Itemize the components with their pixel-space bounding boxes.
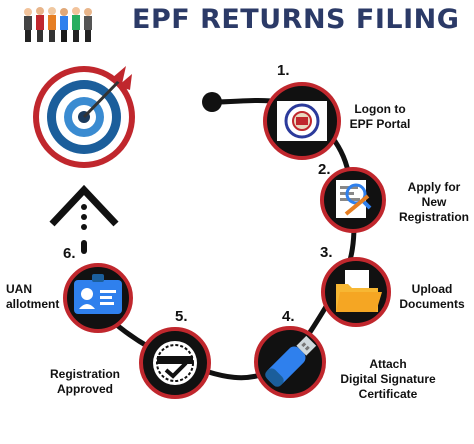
step-2-label: Apply for New Registration (396, 180, 472, 225)
path-start-dot (202, 92, 222, 112)
step-1-label-line: Logon to (354, 102, 406, 116)
step-5-number: 5. (175, 308, 188, 325)
step-4-number: 4. (282, 308, 295, 325)
page-title: EPF RETURNS FILING (132, 4, 460, 35)
up-chevron-icon (49, 184, 119, 227)
step-6-node (63, 263, 133, 333)
step-4-label: Attach Digital Signature Certificate (328, 357, 448, 402)
people-group-icon (24, 7, 92, 42)
step-2-node (320, 167, 386, 233)
step-4-node (254, 326, 326, 398)
approved-stamp-icon (153, 341, 197, 385)
step-6-label: UAN allotment (6, 282, 66, 312)
step-4-label-line: Digital Signature (340, 372, 436, 386)
step-3-node (321, 257, 391, 327)
step-2-number: 2. (318, 161, 331, 178)
step-5-label-line: Registration (49, 367, 120, 381)
step-3-label-line: Documents (399, 297, 465, 311)
folder-icon (336, 270, 382, 312)
id-card-icon (74, 274, 122, 314)
step-3-number: 3. (320, 244, 333, 261)
step-3-label: Upload Documents (392, 282, 472, 312)
step-6-number: 6. (63, 245, 76, 262)
step-6-label-line: allotment (6, 297, 60, 311)
step-4-label-line: Certificate (358, 387, 418, 401)
step-3-label-line: Upload (411, 282, 453, 296)
target-dart-icon (33, 66, 135, 168)
registration-form-icon (336, 180, 372, 218)
step-4-label-line: Attach (369, 357, 407, 371)
step-2-label-line: Registration (398, 210, 469, 224)
step-1-label-line: EPF Portal (349, 117, 411, 131)
step-5-node (139, 327, 211, 399)
dotted-connector (81, 204, 87, 254)
step-1-number: 1. (277, 62, 290, 79)
step-2-label-line: Apply for (407, 180, 461, 194)
step-1-node (263, 82, 341, 160)
epfo-logo-icon (277, 101, 327, 141)
step-6-label-line: UAN (6, 282, 32, 296)
step-1-label: Logon to EPF Portal (338, 102, 422, 132)
step-2-label-line: New (421, 195, 447, 209)
step-5-label: Registration Approved (42, 367, 128, 397)
step-5-label-line: Approved (56, 382, 113, 396)
usb-token-icon (265, 335, 317, 387)
